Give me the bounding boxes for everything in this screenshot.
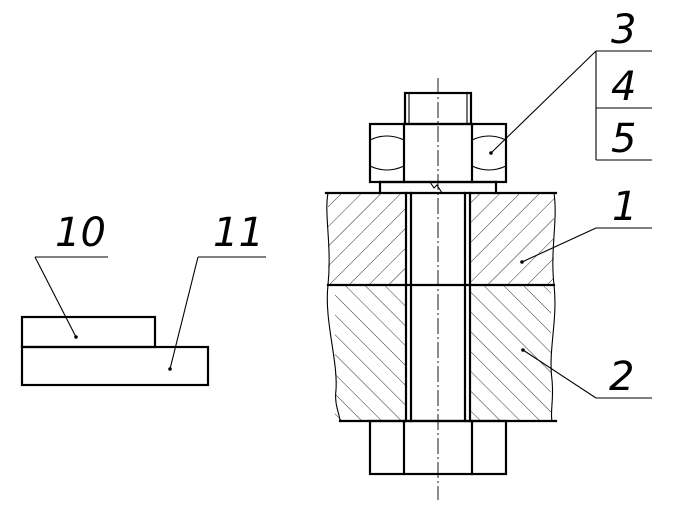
leader-2	[522, 349, 597, 399]
detail-parts-10-11: 10 11	[20, 210, 266, 387]
part-2-right-section	[470, 285, 551, 421]
label-2: 2	[609, 354, 634, 400]
label-11: 11	[213, 210, 264, 256]
label-5: 5	[611, 116, 636, 162]
leader-10	[34, 256, 77, 338]
break-line-left	[326, 192, 341, 422]
leader-11-dot	[168, 367, 172, 371]
part-2-left-section	[335, 285, 406, 421]
part-11-plate	[20, 345, 210, 387]
leader-3	[490, 50, 597, 154]
label-1: 1	[612, 184, 637, 230]
leader-1-dot	[520, 260, 524, 264]
label-10: 10	[55, 210, 106, 256]
bolt-assembly	[324, 78, 558, 500]
break-line-right	[550, 192, 556, 422]
leader-10-dot	[74, 335, 78, 339]
label-4: 4	[611, 64, 636, 110]
part-1-left-section	[328, 193, 406, 285]
leader-1	[521, 227, 597, 263]
part-10-plate	[20, 315, 157, 349]
leader-11	[169, 256, 199, 370]
part-1-right-section	[470, 193, 554, 285]
leader-2-dot	[521, 348, 525, 352]
callouts-right: 3 4 5 1 2	[489, 7, 652, 400]
label-3: 3	[611, 7, 636, 53]
leader-3-dot	[489, 151, 493, 155]
